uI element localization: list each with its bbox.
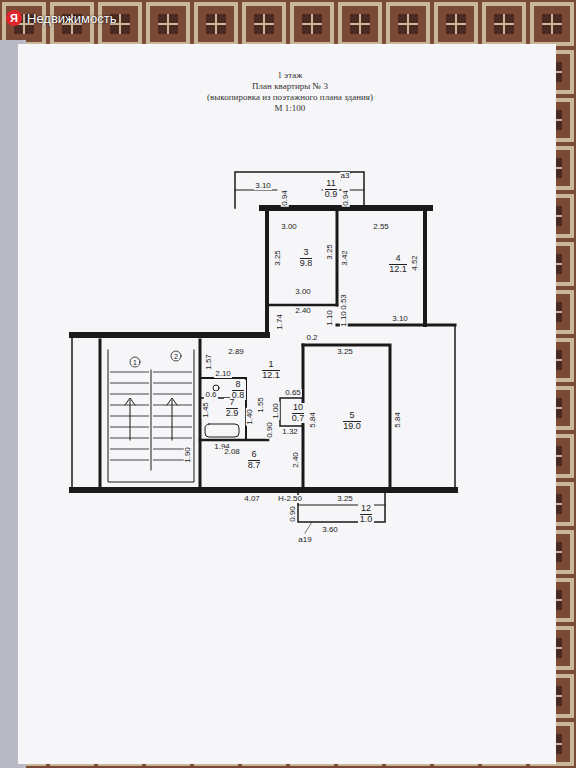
sheet-heading: (выкопировка из поэтажного плана здания) <box>206 93 374 102</box>
watermark: Недвижимость <box>26 12 117 25</box>
dimension-label: 3.42 <box>341 249 349 267</box>
dimension-label: 4.07 <box>243 495 261 503</box>
dimension-label: 3.10 <box>391 315 409 323</box>
dimension-label: 0.90 <box>289 505 297 523</box>
room-label: 68.7 <box>246 450 263 471</box>
room-number: 11 <box>325 179 338 190</box>
dimension-label: 3.10 <box>254 182 272 190</box>
callout-number: 1 <box>132 359 138 366</box>
room-area: 2.9 <box>226 409 239 419</box>
dimension-label: 1.45 <box>202 401 210 419</box>
stair-step <box>110 372 149 373</box>
room-label: 412.1 <box>387 254 409 275</box>
dimension-label: 1.00 <box>272 402 280 420</box>
dimension-label: 5.84 <box>309 411 317 429</box>
dimension-label: 2.55 <box>372 223 390 231</box>
dimension-label: a3 <box>340 172 351 180</box>
dimension-label: 4.52 <box>411 254 419 272</box>
dimension-label: a19 <box>297 536 312 544</box>
dimension-label: 2.40 <box>292 451 300 469</box>
stair-step <box>153 394 192 395</box>
stair-step <box>110 449 149 450</box>
sheet-heading: План квартиры № 3 <box>251 82 329 91</box>
room-number: 8 <box>232 380 245 391</box>
walls <box>72 172 455 533</box>
dimension-label: 0.2 <box>305 334 318 342</box>
stair-step <box>153 372 192 373</box>
dimension-label: 3.60 <box>321 526 339 534</box>
sheet-heading: М 1:100 <box>274 104 307 113</box>
room-area: 0.9 <box>325 190 338 200</box>
room-number: 4 <box>389 254 407 265</box>
stair-step <box>110 394 149 395</box>
dimension-label: 1.74 <box>276 313 284 331</box>
room-number: 1 <box>262 360 280 371</box>
stair-step <box>153 416 192 417</box>
dimension-label: 0.90 <box>266 421 274 439</box>
room-area: 1.0 <box>360 515 373 525</box>
stair-step <box>153 383 192 384</box>
dimension-label: 2.89 <box>227 348 245 356</box>
stair-step <box>110 416 149 417</box>
stair-step <box>110 405 149 406</box>
room-label: 519.0 <box>341 411 363 432</box>
dimension-label: Н-2.50 <box>277 495 303 503</box>
paper <box>18 44 556 764</box>
dimension-label: 1.55 <box>257 396 265 414</box>
room-label: 72.9 <box>224 398 241 419</box>
room-area: 0.7 <box>292 414 305 424</box>
dimension-label: 1.10 <box>326 309 334 327</box>
dimension-label: 0.94 <box>281 189 289 207</box>
stair-step <box>110 427 149 428</box>
room-area: 12.1 <box>389 265 407 275</box>
stair-step <box>153 405 192 406</box>
dimension-label: 2.10 <box>214 370 232 378</box>
room-label: 100.7 <box>290 403 307 424</box>
room-number: 12 <box>360 504 373 515</box>
room-label: 39.8 <box>298 248 315 269</box>
stair-step <box>110 383 149 384</box>
dimension-label: 1.32 <box>281 428 299 436</box>
stair-step <box>110 438 149 439</box>
callout-number: 2 <box>173 353 179 360</box>
room-number: 10 <box>292 403 305 414</box>
room-number: 3 <box>300 248 313 259</box>
dimension-label: 0.6 <box>204 391 217 399</box>
dimension-label: 3.00 <box>280 223 298 231</box>
room-label: 112.1 <box>260 360 282 381</box>
dimension-label: 3.25 <box>336 495 354 503</box>
stair-steps <box>110 372 192 460</box>
dimension-label: 3.25 <box>326 243 334 261</box>
logo-mark: Я <box>6 10 22 26</box>
room-area: 8.7 <box>248 461 261 471</box>
dimension-label: 1.40 <box>246 408 254 426</box>
dimension-label: 5.84 <box>394 411 402 429</box>
room-area: 12.1 <box>262 371 280 381</box>
stair-step <box>153 438 192 439</box>
dimension-label: 3.25 <box>274 249 282 267</box>
dimension-label: 3.25 <box>336 348 354 356</box>
stair-step <box>110 460 149 461</box>
room-label: 121.0 <box>358 504 375 525</box>
room-number: 7 <box>226 398 239 409</box>
room-label: 110.9 <box>323 179 340 200</box>
room-number: 6 <box>248 450 261 461</box>
dimension-label: 0.53 <box>340 293 348 311</box>
dimension-label: 2.08 <box>223 448 241 456</box>
dimension-label: 1.90 <box>184 446 192 464</box>
room-number: 5 <box>343 411 361 422</box>
room-area: 19.0 <box>343 422 361 432</box>
dimension-label: 1.57 <box>205 353 213 371</box>
dimension-label: 3.00 <box>294 288 312 296</box>
dimension-label: 1.10 <box>340 310 348 328</box>
dimension-label: 2.40 <box>294 307 312 315</box>
stair-step <box>153 427 192 428</box>
sheet-heading: 1 этаж <box>277 71 304 80</box>
room-area: 9.8 <box>300 259 313 269</box>
dimension-label: 0.94 <box>342 189 350 207</box>
dimension-label: 0.65 <box>284 389 302 397</box>
